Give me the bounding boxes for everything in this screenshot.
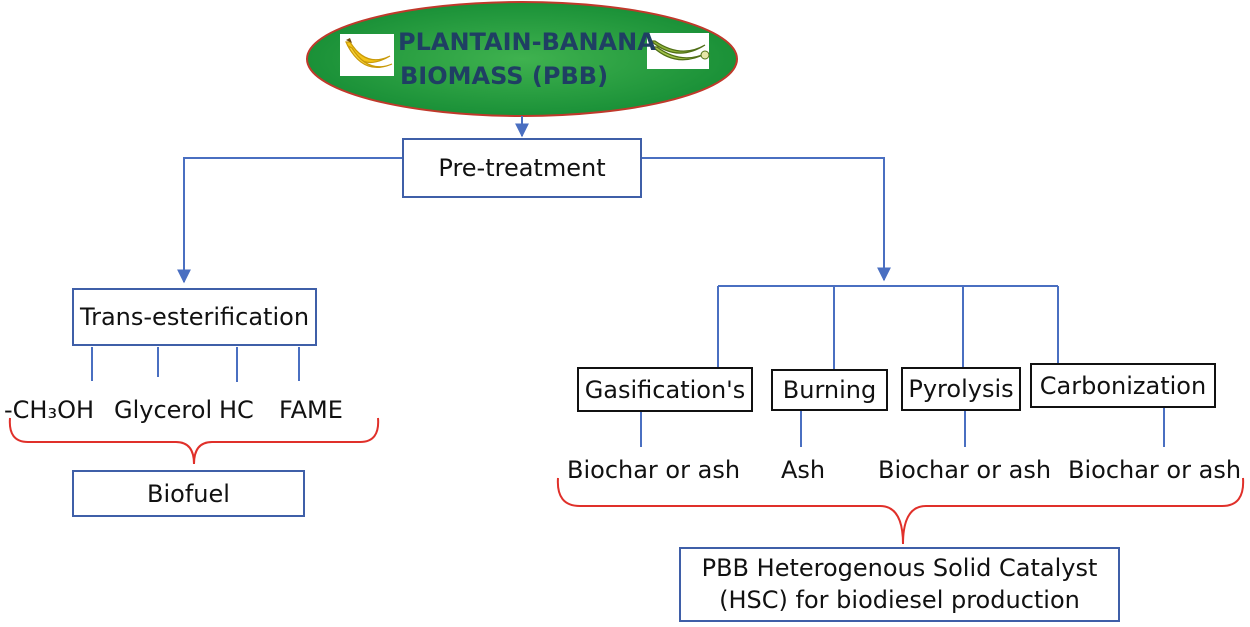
process-burning: Burning — [771, 369, 888, 411]
output-burning: Ash — [781, 456, 826, 484]
burning-label: Burning — [782, 376, 877, 404]
pretreatment-label: Pre-treatment — [438, 154, 606, 182]
biofuel-box: Biofuel — [72, 470, 305, 517]
gasification-label: Gasification's — [584, 375, 746, 404]
product-hc: HC — [219, 396, 254, 424]
product-fame: FAME — [279, 396, 343, 424]
transesterification-box: Trans-esterification — [72, 288, 317, 346]
product-methanol: -CH₃OH — [4, 396, 95, 424]
pretreatment-box: Pre-treatment — [402, 138, 642, 198]
product-glycerol: Glycerol — [114, 396, 213, 424]
branch-left-arrow — [177, 157, 402, 284]
banana-icon — [340, 34, 394, 76]
process-pyrolysis: Pyrolysis — [901, 367, 1021, 411]
process-carbonization: Carbonization — [1030, 363, 1216, 408]
transesterification-label: Trans-esterification — [79, 303, 310, 331]
catalyst-label-line2: (HSC) for biodiesel production — [719, 585, 1080, 614]
catalyst-brace — [556, 477, 1245, 545]
root-title-line1: PLANTAIN-BANANA — [398, 28, 656, 56]
root-title-line2: BIOMASS (PBB) — [400, 62, 609, 90]
output-carbonization: Biochar or ash — [1068, 456, 1242, 484]
output-pyrolysis: Biochar or ash — [878, 456, 1052, 484]
catalyst-label-line1: PBB Heterogenous Solid Catalyst — [701, 554, 1098, 583]
carbonization-label: Carbonization — [1039, 371, 1207, 400]
process-gasification: Gasification's — [577, 367, 753, 412]
transesterification-stubs — [91, 347, 300, 382]
branch-right-arrow — [642, 157, 891, 282]
output-gasification: Biochar or ash — [567, 456, 741, 484]
biofuel-label: Biofuel — [147, 479, 230, 508]
thermal-process-bus — [717, 285, 1059, 369]
process-output-stubs — [640, 407, 1165, 447]
catalyst-box: PBB Heterogenous Solid Catalyst (HSC) fo… — [679, 547, 1120, 622]
plantain-icon — [647, 33, 710, 69]
biofuel-brace — [8, 417, 380, 465]
pyrolysis-label: Pyrolysis — [908, 375, 1014, 403]
